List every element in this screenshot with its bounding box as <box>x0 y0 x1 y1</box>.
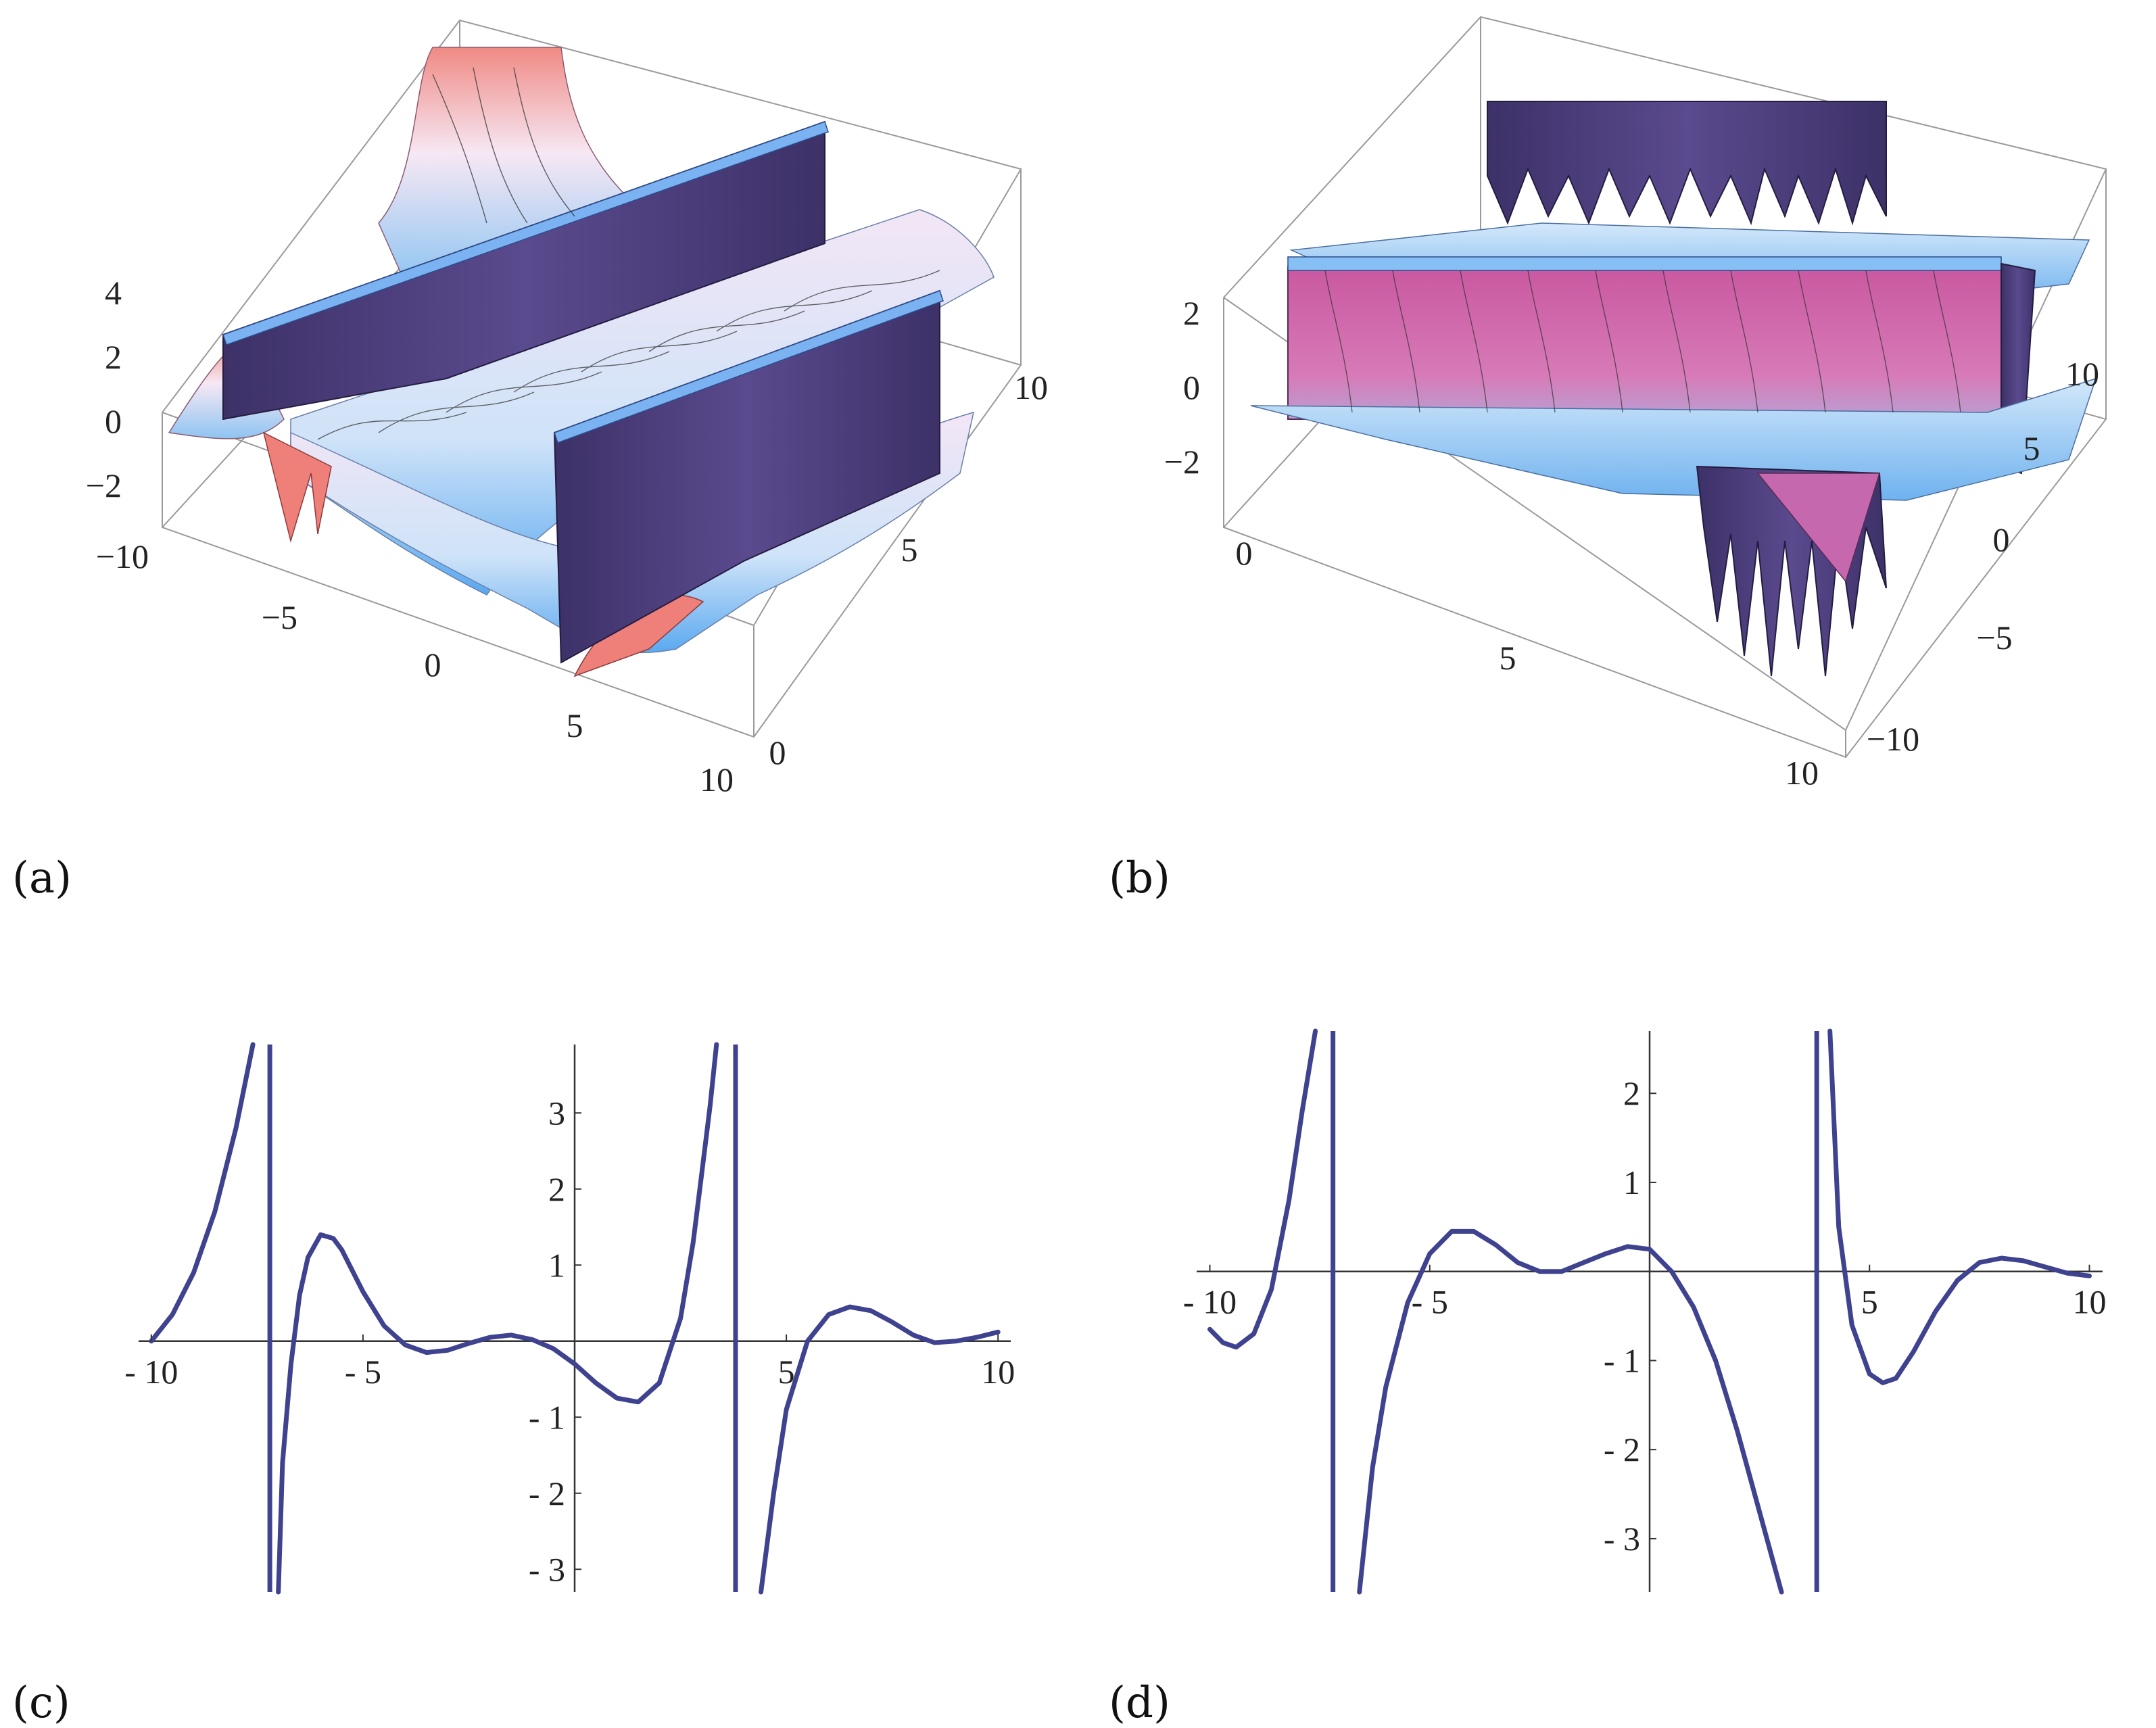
curve-branch-3 <box>759 1304 1001 1595</box>
panel-a-z-tick: −2 <box>86 466 122 504</box>
y-tick-label: - 3 <box>1604 1520 1640 1558</box>
panel-d-axes <box>1197 1031 2103 1592</box>
curve-branch-2 <box>276 1042 719 1595</box>
x-tick-label: 10 <box>2072 1283 2106 1321</box>
panel-d-asymptotes <box>1331 1031 1819 1592</box>
x-tick-label: 5 <box>778 1353 795 1391</box>
panel-b-low-pink <box>1756 473 1881 583</box>
y-tick-label: - 3 <box>529 1550 565 1588</box>
y-tick-label: - 1 <box>529 1398 565 1436</box>
panel-a-mesh <box>317 67 940 440</box>
panel-b-y-tick: 5 <box>2023 429 2040 467</box>
panel-a-z-tick: 0 <box>105 402 122 440</box>
panel-a-wall-front-top <box>554 290 944 443</box>
panel-b-x-tick: 5 <box>1500 639 1516 677</box>
panel-b-z-tick: −2 <box>1164 443 1200 481</box>
panel-a-surface: 4 2 0 −2 −10 −5 0 5 10 0 5 10 <box>86 19 1049 798</box>
x-tick-label: - 5 <box>1412 1283 1448 1321</box>
y-tick-label: 2 <box>1623 1074 1640 1112</box>
panel-b-back-spikes <box>1487 101 1887 226</box>
y-tick-label: 1 <box>548 1246 565 1284</box>
y-tick-label: 2 <box>548 1170 565 1208</box>
x-tick-label: - 10 <box>1183 1283 1237 1321</box>
panel-a-y-tick: 10 <box>1014 368 1048 406</box>
panel-a-x-ticks: −10 −5 0 5 10 <box>96 537 734 798</box>
panel-b-pink-wall-top <box>1287 256 2002 271</box>
y-tick-label: 3 <box>548 1094 565 1132</box>
y-tick-label: - 2 <box>1604 1431 1640 1468</box>
curve-branch-1 <box>1207 1028 1318 1350</box>
panel-b-z-tick: 2 <box>1183 294 1200 332</box>
panel-c-series <box>149 1042 1001 1595</box>
panel-a-dip-left <box>262 431 332 543</box>
curve-branch-2 <box>1357 1228 1784 1595</box>
panel-c-x-ticks: - 10 - 5 5 10 <box>124 1334 1015 1391</box>
x-tick-label: - 5 <box>345 1353 381 1391</box>
curve-branch-3 <box>1827 1028 2092 1385</box>
panel-b-y-tick: −5 <box>1976 619 2012 656</box>
panel-a-x-tick: 10 <box>700 761 734 798</box>
y-tick-label: - 2 <box>529 1474 565 1512</box>
panel-c-axes <box>139 1045 1011 1592</box>
panel-a-z-ticks: 4 2 0 −2 <box>86 274 122 504</box>
panel-label-d: (d) <box>1109 1678 1170 1728</box>
panel-d-x-ticks: - 10 - 5 5 10 <box>1183 1264 2106 1321</box>
panel-a-x-tick: −5 <box>262 598 297 636</box>
x-tick-label: 10 <box>981 1353 1015 1391</box>
panel-d-y-ticks: 2 1 - 1 - 2 - 3 <box>1604 1074 1656 1558</box>
panel-c-asymptotes <box>267 1045 738 1592</box>
panel-a-y-ticks: 0 5 10 <box>769 368 1049 771</box>
panel-d-series <box>1207 1028 2092 1595</box>
panel-b-x-ticks: 0 5 10 <box>1236 534 1819 792</box>
panel-label-a: (a) <box>12 853 72 903</box>
curve-branch-1 <box>149 1042 256 1344</box>
panel-a-y-tick: 5 <box>901 531 918 569</box>
panel-c-y-ticks: 3 2 1 - 1 - 2 - 3 <box>529 1094 581 1588</box>
panel-a-x-tick: 0 <box>425 646 441 683</box>
panel-b-mesh <box>1324 270 1961 413</box>
x-tick-label: 5 <box>1861 1283 1878 1321</box>
panel-b-y-ticks: −10 −5 0 5 10 <box>1867 355 2099 758</box>
y-tick-label: 1 <box>1623 1163 1640 1201</box>
panel-b-z-ticks: 2 0 −2 <box>1164 294 1200 481</box>
panel-b-x-tick: 10 <box>1785 754 1819 792</box>
panel-b-x-tick: 0 <box>1236 534 1253 572</box>
panel-b-y-tick: 10 <box>2065 355 2099 393</box>
panel-a-z-tick: 4 <box>105 274 122 312</box>
panel-a-z-tick: 2 <box>105 338 122 376</box>
y-tick-label: - 1 <box>1604 1341 1640 1379</box>
panel-b-y-tick: −10 <box>1867 720 1919 758</box>
panel-d-plot: - 10 - 5 5 10 2 1 - 1 - 2 - 3 <box>1183 1028 2106 1595</box>
panel-label-c: (c) <box>12 1678 70 1728</box>
panel-b-z-tick: 0 <box>1183 368 1200 406</box>
x-tick-label: - 10 <box>124 1353 178 1391</box>
panel-a-x-tick: 5 <box>567 706 583 744</box>
panel-a-y-tick: 0 <box>769 734 786 771</box>
panel-b-front-sheet <box>1250 377 2097 501</box>
panel-a-x-tick: −10 <box>96 537 149 575</box>
panel-b-surface: 2 0 −2 0 5 10 −10 −5 0 5 10 <box>1164 16 2107 792</box>
panel-b-y-tick: 0 <box>1993 521 2010 558</box>
panel-label-b: (b) <box>1109 853 1170 903</box>
panel-a-wall-back-top <box>222 121 829 345</box>
panel-c-plot: - 10 - 5 5 10 3 2 1 - 1 - 2 - 3 <box>124 1042 1015 1595</box>
